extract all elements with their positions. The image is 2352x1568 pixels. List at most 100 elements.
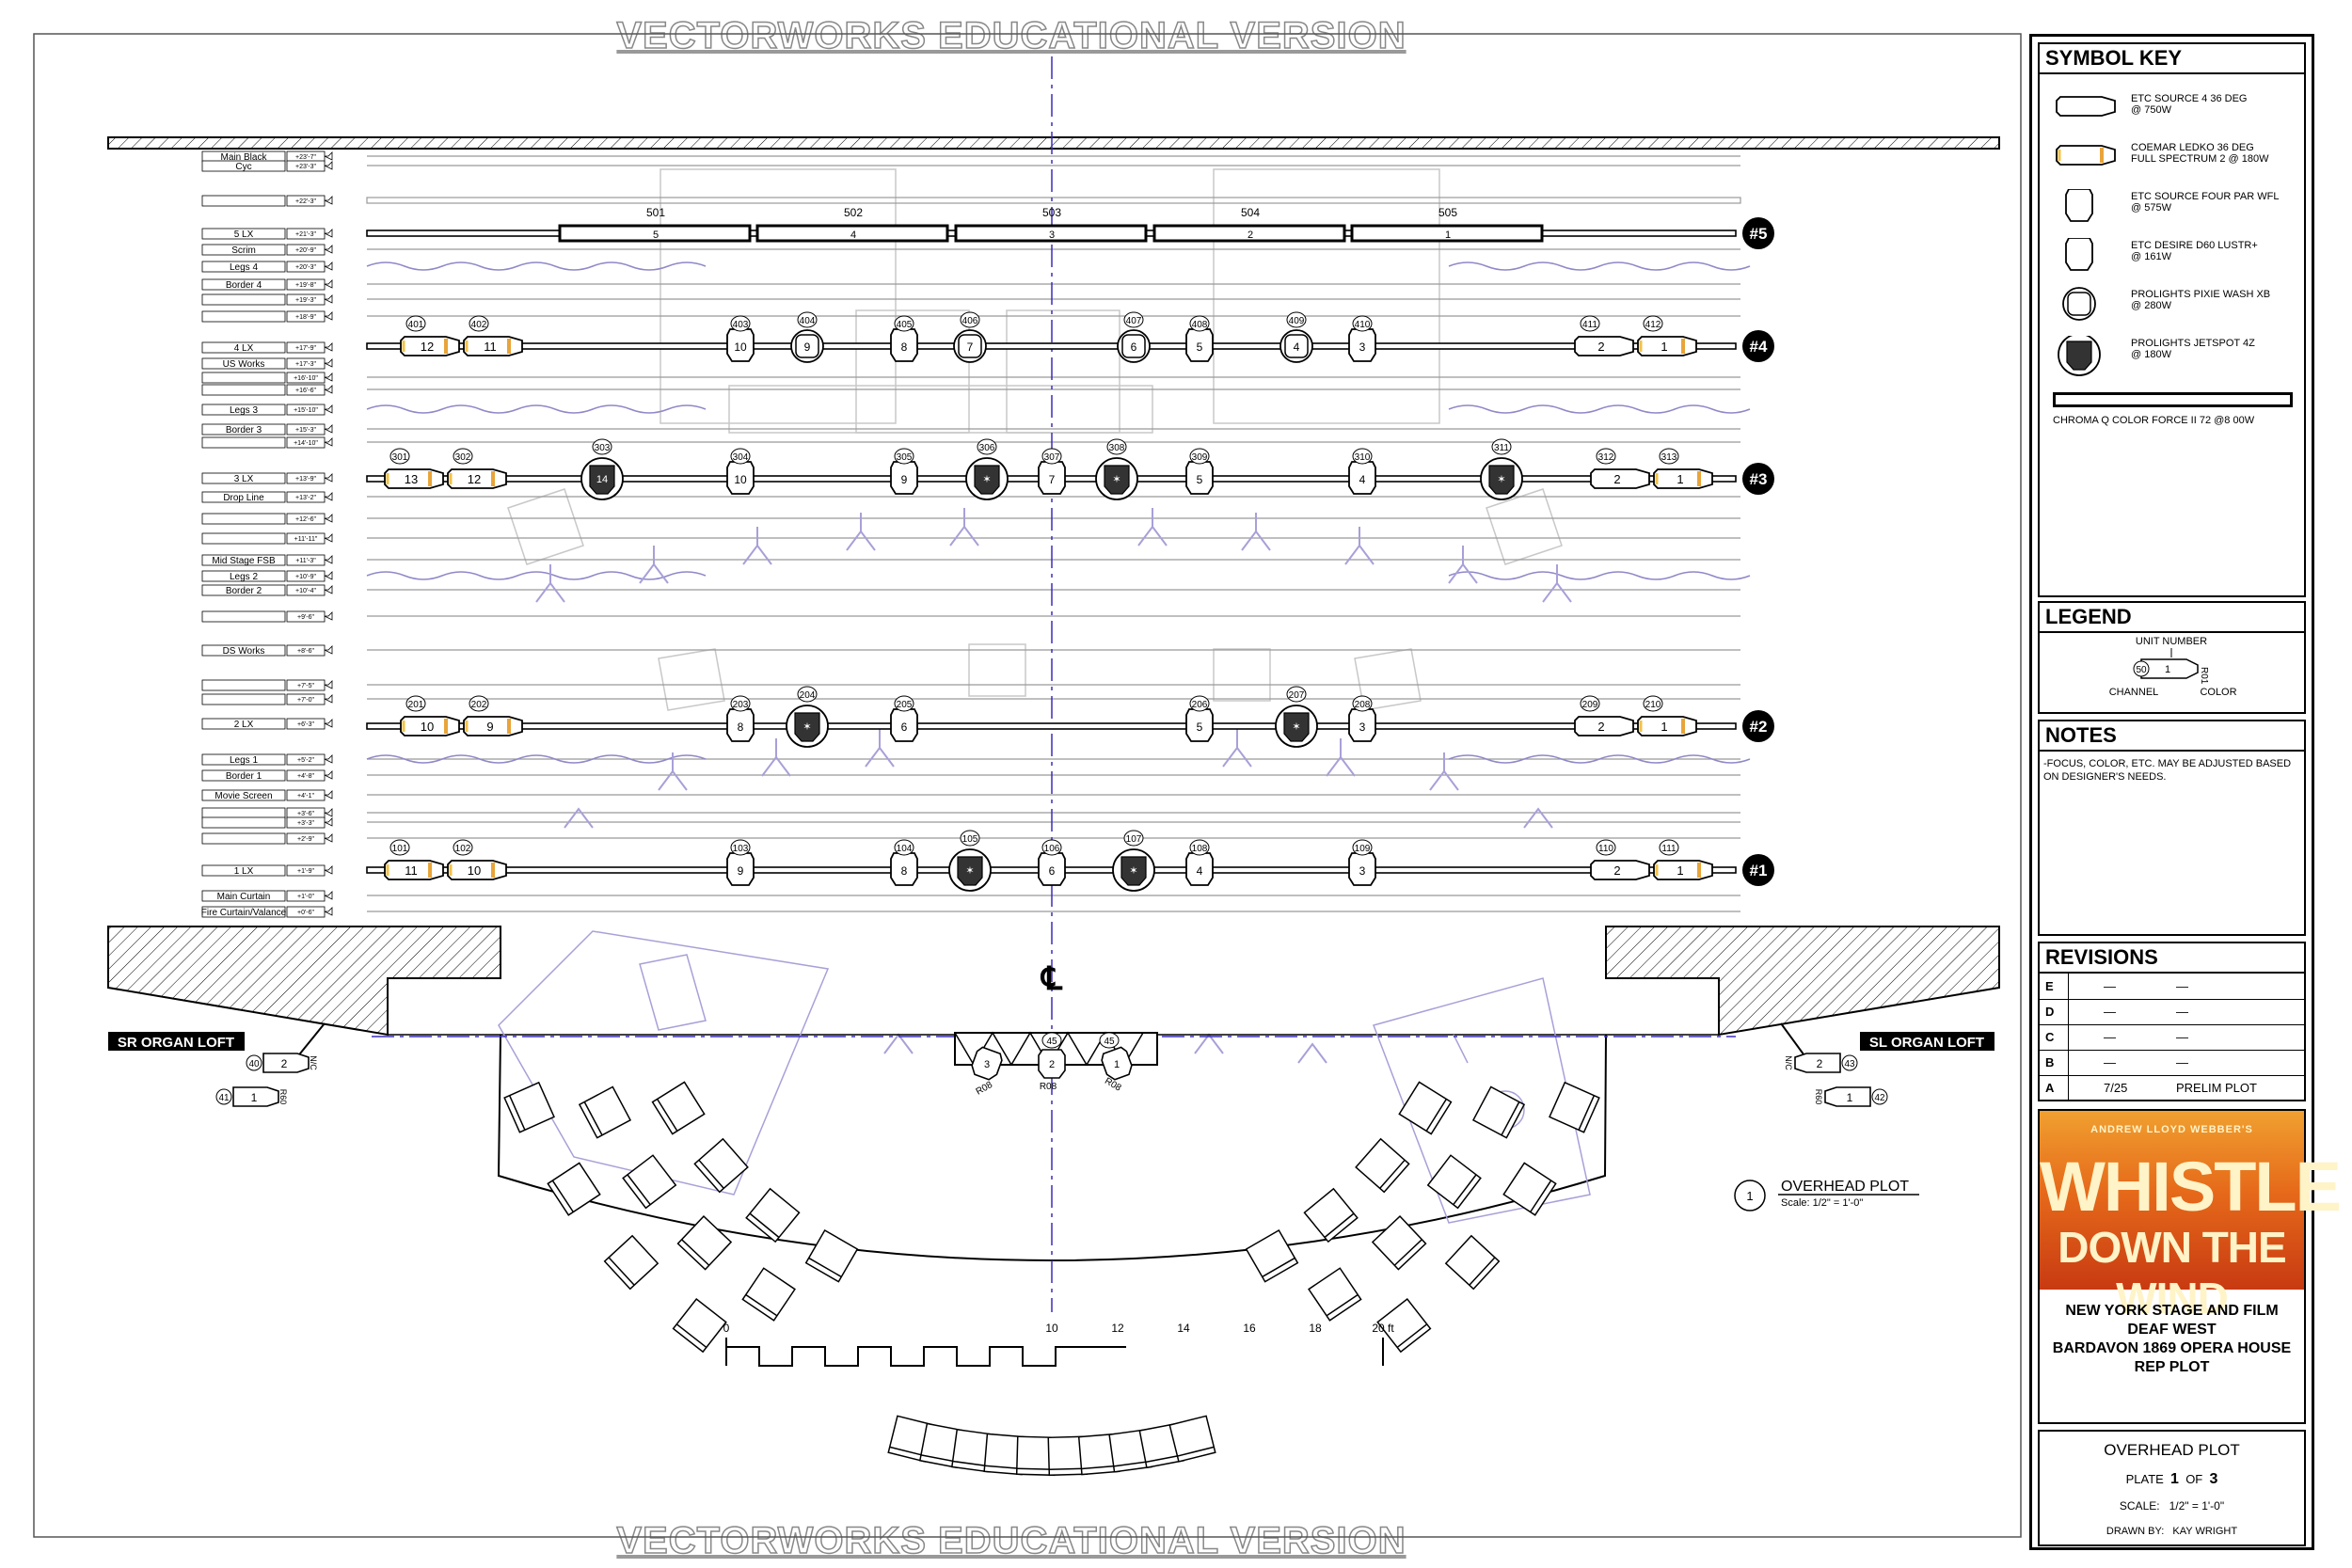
svg-text:1: 1 <box>1847 1091 1853 1104</box>
fixture-308: ✶308 <box>1095 438 1138 500</box>
svg-text:+4'-1": +4'-1" <box>297 793 315 800</box>
svg-text:✶: ✶ <box>965 865 974 877</box>
svg-text:OVERHEAD PLOT: OVERHEAD PLOT <box>1781 1179 1909 1195</box>
svg-text:11: 11 <box>405 863 418 878</box>
svg-text:403: 403 <box>733 320 749 330</box>
scale-tick-label: 20 ft <box>1372 1322 1394 1335</box>
svg-text:+3'-3": +3'-3" <box>297 820 315 827</box>
svg-text:50: 50 <box>2136 665 2147 675</box>
svg-text:+2'-9": +2'-9" <box>297 836 315 843</box>
svg-text:+21'-3": +21'-3" <box>295 231 316 238</box>
upstage-wall <box>107 136 2000 150</box>
svg-text:+11'-3": +11'-3" <box>295 558 316 564</box>
drawn-by: DRAWN BY: KAY WRIGHT <box>2106 1526 2238 1537</box>
svg-text:+22'-3": +22'-3" <box>295 198 316 205</box>
electrics-battens: #555014502350325041505#41240111402104039… <box>366 206 1774 892</box>
svg-text:3: 3 <box>984 1059 990 1070</box>
svg-text:2: 2 <box>1613 472 1620 486</box>
svg-text:#5: #5 <box>1750 225 1768 243</box>
scale-tick-label: 12 <box>1111 1322 1124 1335</box>
svg-text:+9'-6": +9'-6" <box>297 614 315 621</box>
svg-text:203: 203 <box>733 700 749 710</box>
strip-light-key: CHROMA Q COLOR FORCE II 72 @8 00W <box>2053 392 2293 426</box>
svg-text:+23'-7": +23'-7" <box>295 154 316 161</box>
svg-text:311: 311 <box>1494 443 1509 453</box>
svg-text:5: 5 <box>653 230 659 241</box>
svg-text:#2: #2 <box>1750 718 1768 736</box>
svg-text:13: 13 <box>405 472 418 486</box>
svg-text:+6'-3": +6'-3" <box>297 721 315 728</box>
symbol-key-title: SYMBOL KEY <box>2040 44 2304 74</box>
svg-text:402: 402 <box>471 320 487 330</box>
svg-text:R01: R01 <box>2199 667 2209 685</box>
svg-text:R60: R60 <box>1814 1089 1823 1105</box>
svg-text:105: 105 <box>962 834 978 845</box>
svg-text:2: 2 <box>1597 340 1604 354</box>
scale-tick-label: 16 <box>1243 1322 1256 1335</box>
svg-text:2: 2 <box>1248 230 1253 241</box>
revision-row: C—— <box>2040 1024 2304 1051</box>
svg-text:7: 7 <box>967 341 974 354</box>
svg-text:404: 404 <box>800 316 816 326</box>
lineset-row: Border 3+15'-3" <box>201 423 333 436</box>
svg-text:+17'-3": +17'-3" <box>295 361 316 368</box>
svg-text:+23'-3": +23'-3" <box>295 164 316 170</box>
fixture-107: ✶107 <box>1112 830 1155 892</box>
lineset-row: Scrim+20'-9" <box>201 244 333 256</box>
lineset-row: +19'-3" <box>201 293 333 306</box>
svg-text:411: 411 <box>1582 320 1597 330</box>
svg-text:+12'-6": +12'-6" <box>295 516 316 523</box>
svg-text:+7'-0": +7'-0" <box>297 697 315 704</box>
svg-text:+3'-6": +3'-6" <box>297 811 315 817</box>
svg-text:✶: ✶ <box>1292 721 1300 733</box>
svg-text:309: 309 <box>1192 452 1208 463</box>
svg-text:+20'-9": +20'-9" <box>295 247 316 254</box>
svg-text:✶: ✶ <box>1497 474 1505 485</box>
lineset-lines <box>366 155 1741 912</box>
svg-text:1: 1 <box>1661 720 1667 734</box>
organ-loft-sl: SL ORGAN LOFT <box>1780 1022 1994 1059</box>
svg-text:COLOR: COLOR <box>2200 687 2236 698</box>
svg-text:Cyc: Cyc <box>235 162 251 172</box>
lineset-row: Border 4+19'-8" <box>201 278 333 291</box>
ledko-icon <box>2056 145 2116 166</box>
svg-text:107: 107 <box>1126 834 1142 845</box>
lineset-row: Legs 4+20'-3" <box>201 261 333 273</box>
svg-text:3: 3 <box>1359 341 1366 354</box>
svg-text:310: 310 <box>1355 452 1371 463</box>
svg-text:503: 503 <box>1042 206 1061 219</box>
svg-text:43: 43 <box>1844 1059 1855 1069</box>
svg-text:+13'-9": +13'-9" <box>295 476 316 483</box>
revisions-title: REVISIONS <box>2040 943 2304 974</box>
svg-text:R08: R08 <box>1103 1076 1123 1094</box>
lineset-row: +16'-6" <box>201 384 333 396</box>
svg-text:+14'-10": +14'-10" <box>294 440 318 447</box>
lineset-row: +16'-10" <box>201 372 333 384</box>
lineset-row: 2 LX+6'-3" <box>201 718 333 730</box>
legend: LEGEND UNIT NUMBER 50 1 R01 CHANNEL COLO… <box>2038 601 2306 714</box>
svg-text:Mid Stage FSB: Mid Stage FSB <box>212 556 276 566</box>
svg-text:+11'-11": +11'-11" <box>294 536 318 543</box>
svg-text:8: 8 <box>901 341 908 354</box>
show-logo: ANDREW LLOYD WEBBER'S WHISTLE DOWN THE W… <box>2040 1111 2342 1323</box>
lineset-row: 1 LX+1'-9" <box>201 864 333 877</box>
svg-text:109: 109 <box>1355 844 1371 854</box>
svg-text:304: 304 <box>733 452 749 463</box>
svg-text:UNIT NUMBER: UNIT NUMBER <box>2136 636 2207 647</box>
svg-text:40: 40 <box>248 1059 260 1069</box>
